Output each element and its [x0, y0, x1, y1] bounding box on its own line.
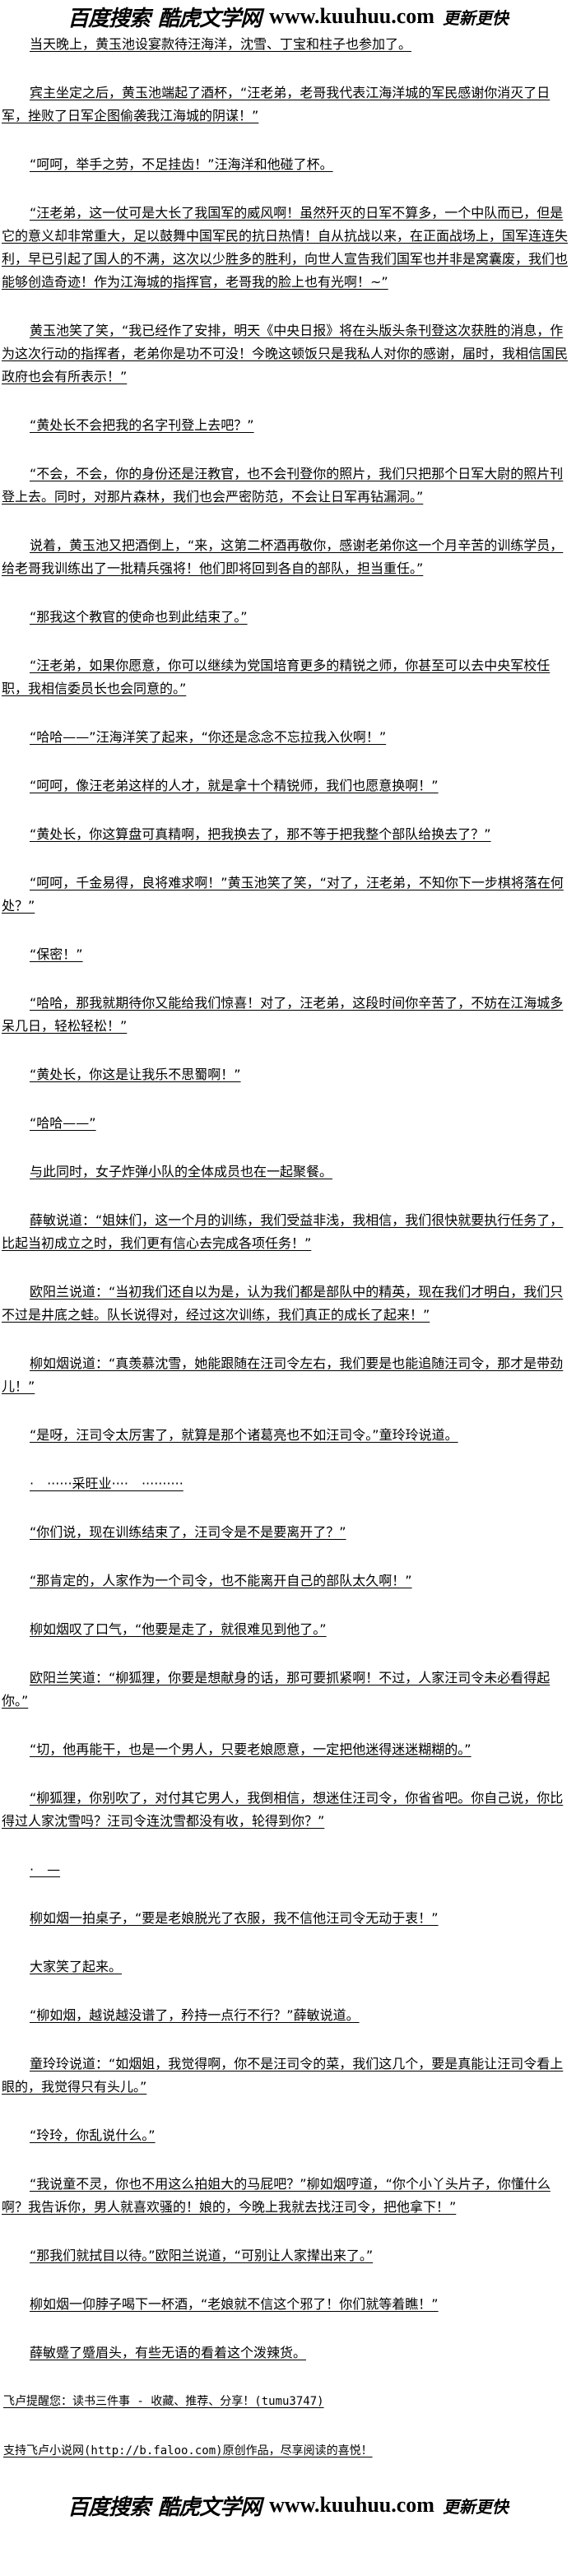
logo-text-site-name: 酷虎文学网	[158, 2495, 262, 2520]
paragraph: “是呀，汪司令太厉害了，就算是那个诸葛亮也不如汪司令。”童玲玲说道。	[30, 1427, 458, 1443]
paragraph: “不会，不会，你的身份还是汪教官，也不会刊登你的照片，我们只把那个日军大尉的照片…	[2, 466, 564, 505]
paragraph: 说着，黄玉池又把酒倒上，“来，这第二杯酒再敬你，感谢老弟你这一个月辛苦的训练学员…	[2, 537, 564, 576]
paragraph: “黄处长，你这是让我乐不思蜀啊！”	[30, 1067, 241, 1082]
paragraph: 欧阳兰笑道：“柳狐狸，你要是想献身的话，那可要抓紧啊！不过，人家汪司令未必看得起…	[2, 1670, 550, 1709]
logo-text-slogan: 更新更快	[442, 2496, 509, 2517]
paragraph: 薛敏说道：“姐妹们，这一个月的训练，我们受益非浅，我相信，我们很快就要执行任务了…	[2, 1212, 564, 1251]
paragraph: 薛敏蹙了蹙眉头，有些无语的看着这个泼辣货。	[30, 2345, 307, 2360]
reading-reminder: 飞卢提醒您：读书三件事 - 收藏、推荐、分享！(tumu3747)	[3, 2395, 324, 2408]
paragraph: 宾主坐定之后，黄玉池端起了酒杯，“汪老弟，老哥我代表江海洋城的军民感谢你消灭了日…	[2, 85, 550, 123]
paragraph: 欧阳兰说道：“当初我们还自以为是，认为我们都是部队中的精英，现在我们才明白，我们…	[2, 1284, 564, 1323]
paragraph: 柳如烟叹了口气，“他要是走了，就很难见到他了。”	[30, 1621, 327, 1637]
paragraph: 黄玉池笑了笑，“我已经作了安排，明天《中央日报》将在头版头条刊登这次获胜的消息，…	[2, 323, 569, 384]
paragraph: 当天晚上，黄玉池设宴款待汪海洋，沈雪、丁宝和柱子也参加了。	[30, 36, 412, 52]
paragraph: 大家笑了起来。	[30, 1959, 123, 1974]
logo-text-baidu-search: 百度搜索	[67, 6, 151, 31]
paragraph: 与此同时，女子炸弹小队的全体成员也在一起聚餐。	[30, 1164, 333, 1179]
paragraph: 柳如烟一拍桌子，“要是老娘脱光了衣服，我不信他汪司令无动于衷！”	[30, 1910, 439, 1926]
site-logo-banner-bottom: 百度搜索 酷虎文学网 www.kuuhuu.com 更新更快	[0, 2489, 576, 2522]
paragraph: “柳狐狸，你别吹了，对付其它男人，我倒相信，想迷住汪司令，你省省吧。你自己说，你…	[2, 1790, 564, 1829]
paragraph: “那我这个教官的使命也到此结束了。”	[30, 609, 248, 625]
paragraph: “哈哈——”	[30, 1115, 96, 1131]
paragraph: “汪老弟，这一仗可是大长了我国军的威风啊！虽然歼灭的日军不算多，一个中队而已，但…	[2, 205, 569, 290]
paragraph: “柳如烟，越说越没谱了，矜持一点行不行？”薛敏说道。	[30, 2007, 360, 2023]
paragraph: “汪老弟，如果你愿意，你可以继续为党国培育更多的精锐之师，你甚至可以去中央军校任…	[2, 658, 550, 696]
logo-url[interactable]: www.kuuhuu.com	[269, 2493, 434, 2517]
paragraph: · ······采旺业···· ··········	[30, 1476, 183, 1491]
paragraph: “黄处长不会把我的名字刊登上去吧？”	[30, 417, 254, 433]
paragraph: “呵呵，千金易得，良将难求啊！”黄玉池笑了笑，“对了，汪老弟，不知你下一步棋将落…	[2, 875, 564, 914]
paragraph: “玲玲，你乱说什么。”	[30, 2127, 156, 2143]
paragraph: “呵呵，像汪老弟这样的人才，就是拿十个精锐师，我们也愿意换啊！”	[30, 778, 439, 793]
footer-notes: 飞卢提醒您：读书三件事 - 收藏、推荐、分享！(tumu3747) 支持飞卢小说…	[0, 2390, 576, 2462]
paragraph: 柳如烟说道：“真羡慕沈雪，她能跟随在汪司令左右，我们要是也能追随汪司令，那才是带…	[2, 1355, 564, 1394]
paragraph: “呵呵，举手之劳，不足挂齿！”汪海洋和他碰了杯。	[30, 156, 333, 172]
paragraph: “哈哈，那我就期待你又能给我们惊喜！对了，汪老弟，这段时间你辛苦了，不妨在江海城…	[2, 995, 564, 1034]
paragraph: · —	[30, 1862, 61, 1877]
paragraph: 柳如烟一仰脖子喝下一杯酒，“老娘就不信这个邪了！你们就等着瞧！”	[30, 2296, 439, 2312]
paragraph: “那我们就拭目以待。”欧阳兰说道，“可别让人家撵出来了。”	[30, 2248, 374, 2263]
paragraph: “保密！”	[30, 946, 83, 962]
paragraph: “你们说，现在训练结束了，汪司令是不是要离开了？”	[30, 1524, 346, 1540]
paragraph: “黄处长，你这算盘可真精啊，把我换去了，那不等于把我整个部队给换去了？”	[30, 826, 491, 842]
paragraph: “切，他再能干，也是一个男人，只要老娘愿意，一定把他迷得迷迷糊糊的。”	[30, 1741, 471, 1757]
logo-url[interactable]: www.kuuhuu.com	[269, 4, 434, 28]
support-faloo-link[interactable]: 支持飞卢小说网(http://b.faloo.com)原创作品，尽享阅读的喜悦！	[3, 2444, 373, 2457]
paragraph: “那肯定的，人家作为一个司令，也不能离开自己的部队太久啊！”	[30, 1573, 412, 1588]
paragraph: “哈哈——”汪海洋笑了起来，“你还是念念不忘拉我入伙啊！”	[30, 729, 387, 745]
site-logo-banner-top: 百度搜索 酷虎文学网 www.kuuhuu.com 更新更快	[0, 0, 576, 33]
logo-text-slogan: 更新更快	[442, 7, 509, 28]
chapter-content: 当天晚上，黄玉池设宴款待汪海洋，沈雪、丁宝和柱子也参加了。宾主坐定之后，黄玉池端…	[0, 33, 576, 2364]
logo-text-baidu-search: 百度搜索	[67, 2495, 151, 2520]
logo-text-site-name: 酷虎文学网	[158, 6, 262, 31]
paragraph: “我说童不灵，你也不用这么拍姐大的马屁吧？”柳如烟哼道，“你个小丫头片子，你懂什…	[2, 2176, 550, 2215]
paragraph: 童玲玲说道：“如烟姐，我觉得啊，你不是汪司令的菜，我们这几个，要是真能让汪司令看…	[2, 2056, 564, 2095]
